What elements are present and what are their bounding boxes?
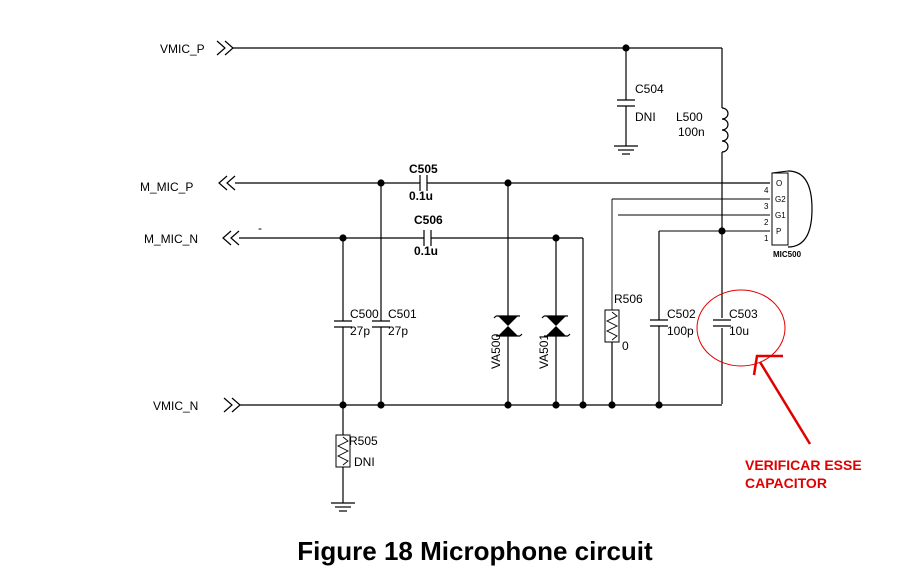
r505-ref: R505 [349,434,378,448]
capacitor-c500: C500 27p [334,238,379,405]
vmic-p-label: VMIC_P [160,42,205,56]
mic500-pin2-number: 2 [764,218,769,227]
capacitor-c504: C504 DNI [617,48,664,146]
c500-value: 27p [350,324,370,338]
mic500-pin3-number: 3 [764,202,769,211]
c501-ref: C501 [388,307,417,321]
vmic-n-port-icon [223,397,241,413]
figure-caption: Figure 18 Microphone circuit [297,536,653,566]
r506-value: 0 [622,339,629,353]
microphone-mic500: 4 3 2 1 O G2 G1 P MIC500 [764,170,813,259]
m-mic-n-port-icon [222,230,240,246]
mic500-pin4-number: 4 [764,186,769,195]
vmic-n-net: VMIC_N [153,397,722,413]
highlight-circle [696,289,786,367]
c506-ref: C506 [414,213,443,227]
r505-value: DNI [354,455,375,469]
l500-ref: L500 [676,110,703,124]
vmic-p-net: VMIC_P [160,40,723,108]
capacitor-c503: C503 10u [713,307,758,338]
m-mic-n-label: M_MIC_N [144,232,198,246]
c504-value: DNI [635,110,656,124]
capacitor-c501: C501 27p [372,183,417,405]
m-mic-p-port-icon [218,175,236,191]
capacitor-c502: C502 100p [650,307,696,405]
c505-value: 0.1u [409,189,433,203]
va500-ref: VA500 [489,334,503,369]
va501-ref: VA501 [537,334,551,369]
mic500-pin-o-name: O [776,179,782,188]
resistor-r506: R506 0 [604,292,643,405]
ground-pin-wires [611,198,770,320]
mic500-pin1-number: 1 [764,234,769,243]
ground-symbol-icon [614,145,638,155]
c506-value: 0.1u [414,244,438,258]
inductor-l500: L500 100n [676,107,729,404]
l500-value: 100n [678,125,705,139]
red-annotation: VERIFICAR ESSE CAPACITOR [696,289,862,491]
mic500-ref: MIC500 [773,250,802,259]
resistor-r505: R505 DNI [335,405,378,503]
c504-ref: C504 [635,82,664,96]
mic500-pin-p-name: P [776,227,781,236]
annotation-line-2: CAPACITOR [745,475,827,491]
varistor-va500: VA500 [489,183,523,405]
vmic-n-label: VMIC_N [153,399,198,413]
annotation-line-1: VERIFICAR ESSE [745,457,862,473]
arrow-shaft [758,361,812,445]
c505-ref: C505 [409,162,438,176]
m-mic-n-net: M_MIC_N - C506 0.1u [144,213,584,404]
m-mic-p-net: M_MIC_P C505 0.1u [140,162,770,203]
mic500-pin-g2-name: G2 [775,195,786,204]
mic500-pin-g1-name: G1 [775,211,786,220]
r506-ref: R506 [614,292,643,306]
ground-symbol-icon [331,502,355,512]
c502-ref: C502 [667,307,696,321]
c503-ref: C503 [729,307,758,321]
c502-value: 100p [667,324,694,338]
varistor-va501: VA501 [537,238,571,405]
c501-value: 27p [388,324,408,338]
m-mic-p-label: M_MIC_P [140,180,193,194]
c500-ref: C500 [350,307,379,321]
arrow-head-icon [752,354,783,376]
vmic-p-port-icon [216,40,234,56]
stray-mark: - [258,221,262,235]
c503-value: 10u [729,324,749,338]
